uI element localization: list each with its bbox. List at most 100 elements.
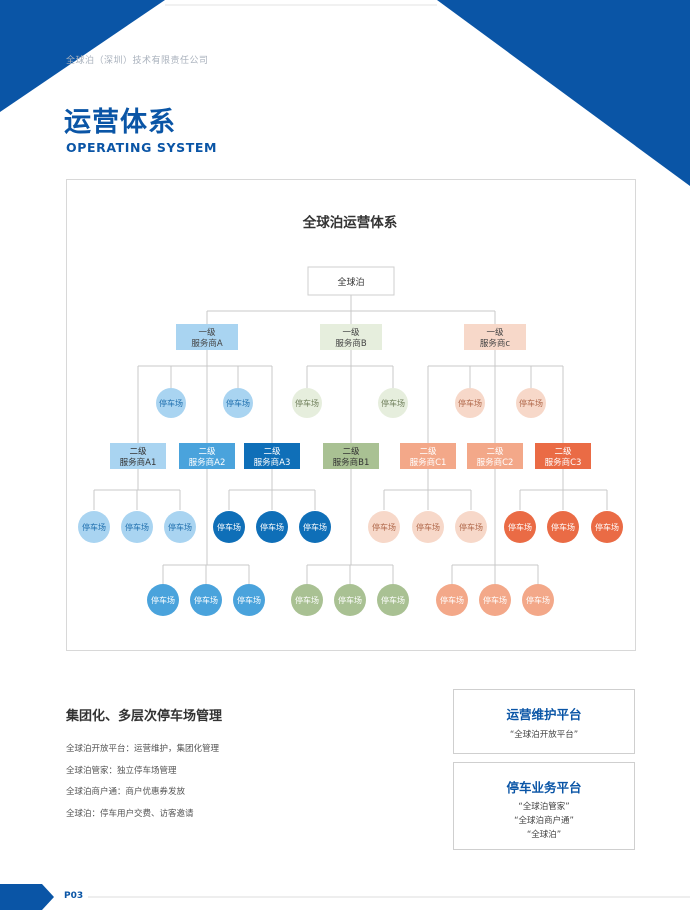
platform-box-operations: 运营维护平台 “全球泊开放平台” bbox=[453, 689, 635, 754]
root-node-label: 全球泊 bbox=[337, 276, 364, 288]
platform-product: “全球泊商户通” bbox=[514, 816, 574, 826]
platform-product: “全球泊开放平台” bbox=[509, 730, 579, 740]
lot-circle-small-label: 停车场 bbox=[159, 398, 183, 408]
level2-node-label: 服务商C3 bbox=[545, 457, 582, 468]
lot-circle-label: 停车场 bbox=[440, 595, 464, 605]
level2-node-label: 二级 bbox=[342, 446, 360, 457]
level2-node bbox=[400, 443, 456, 469]
lot-circle bbox=[233, 584, 265, 616]
level2-node-label: 服务商A3 bbox=[254, 457, 291, 468]
management-title: 集团化、多层次停车场管理 bbox=[66, 709, 223, 724]
level1-node-label: 一级 bbox=[486, 327, 504, 338]
lot-circle-label: 停车场 bbox=[168, 522, 192, 532]
platform-product: “全球泊” bbox=[526, 830, 562, 840]
level2-node-label: 二级 bbox=[129, 446, 147, 457]
lot-circle-label: 停车场 bbox=[295, 595, 319, 605]
lot-circle-label: 停车场 bbox=[483, 595, 507, 605]
level1-node-label: 服务商c bbox=[480, 338, 511, 349]
page-subtitle: OPERATING SYSTEM bbox=[66, 140, 218, 155]
level2-node bbox=[323, 443, 379, 469]
lot-circle-small bbox=[292, 388, 322, 418]
lot-circle bbox=[164, 511, 196, 543]
platform-title: 停车业务平台 bbox=[506, 780, 582, 795]
level2-node-label: 二级 bbox=[554, 446, 572, 457]
lot-circle bbox=[291, 584, 323, 616]
level2-node bbox=[110, 443, 166, 469]
lot-circle-label: 停车场 bbox=[459, 522, 483, 532]
lot-circle-label: 停车场 bbox=[217, 522, 241, 532]
feature-list: 全球泊开放平台：运营维护，集团化管理 全球泊管家：独立停车场管理 全球泊商户通：… bbox=[66, 742, 219, 828]
lot-circle bbox=[522, 584, 554, 616]
lot-circle-small-label: 停车场 bbox=[458, 398, 482, 408]
lot-circle-label: 停车场 bbox=[508, 522, 532, 532]
lot-circle bbox=[377, 584, 409, 616]
lot-circle-label: 停车场 bbox=[338, 595, 362, 605]
platform-title: 运营维护平台 bbox=[506, 707, 582, 722]
level2-node bbox=[179, 443, 235, 469]
footer-bar bbox=[0, 884, 690, 910]
lot-circle-label: 停车场 bbox=[416, 522, 440, 532]
level2-node-label: 二级 bbox=[263, 446, 281, 457]
lot-circle bbox=[147, 584, 179, 616]
level2-node-label: 服务商C2 bbox=[477, 457, 514, 468]
lot-circle-small bbox=[378, 388, 408, 418]
lot-circle-label: 停车场 bbox=[526, 595, 550, 605]
level2-node-label: 服务商C1 bbox=[410, 457, 447, 468]
platform-product: “全球泊管家” bbox=[518, 802, 570, 812]
diagram-frame bbox=[66, 179, 636, 651]
lot-circle-label: 停车场 bbox=[303, 522, 327, 532]
lot-circle-small-label: 停车场 bbox=[295, 398, 319, 408]
lot-circle-small-label: 停车场 bbox=[226, 398, 250, 408]
level1-node-label: 一级 bbox=[342, 327, 360, 338]
lot-circle-small-label: 停车场 bbox=[519, 398, 543, 408]
lot-circle-label: 停车场 bbox=[151, 595, 175, 605]
lot-circle bbox=[256, 511, 288, 543]
level2-node-label: 二级 bbox=[198, 446, 216, 457]
lot-circle-small-label: 停车场 bbox=[381, 398, 405, 408]
company-name: 全球泊（深圳）技术有限责任公司 bbox=[66, 56, 209, 66]
level1-node bbox=[320, 324, 382, 350]
lot-circle-small bbox=[156, 388, 186, 418]
lot-circle-label: 停车场 bbox=[237, 595, 261, 605]
level2-node bbox=[244, 443, 300, 469]
level1-node-label: 服务商B bbox=[335, 338, 367, 349]
lot-circle bbox=[412, 511, 444, 543]
level2-node-label: 服务商B1 bbox=[333, 457, 370, 468]
lot-circle bbox=[504, 511, 536, 543]
lot-circle-small bbox=[516, 388, 546, 418]
page-number: P03 bbox=[64, 891, 84, 901]
lot-circle-small bbox=[223, 388, 253, 418]
level1-node-label: 一级 bbox=[198, 327, 216, 338]
lot-circle-label: 停车场 bbox=[551, 522, 575, 532]
diagram-title: 全球泊运营体系 bbox=[302, 214, 398, 231]
lot-circle-label: 停车场 bbox=[260, 522, 284, 532]
feature-item: 全球泊商户通：商户优惠券发放 bbox=[66, 787, 186, 797]
lot-circle-label: 停车场 bbox=[595, 522, 619, 532]
lot-circle-label: 停车场 bbox=[194, 595, 218, 605]
lot-circle-label: 停车场 bbox=[381, 595, 405, 605]
lot-circle-label: 停车场 bbox=[82, 522, 106, 532]
footer-tab bbox=[0, 884, 54, 910]
lot-circle bbox=[299, 511, 331, 543]
diagram-connectors bbox=[93, 295, 608, 584]
lot-circle bbox=[190, 584, 222, 616]
lot-circle bbox=[436, 584, 468, 616]
lot-circle bbox=[213, 511, 245, 543]
lot-circle bbox=[368, 511, 400, 543]
level2-node-label: 二级 bbox=[486, 446, 504, 457]
lot-circle bbox=[121, 511, 153, 543]
lot-circle bbox=[547, 511, 579, 543]
level2-node bbox=[467, 443, 523, 469]
level2-node-label: 二级 bbox=[419, 446, 437, 457]
platform-box-business: 停车业务平台 “全球泊管家” “全球泊商户通” “全球泊” bbox=[453, 762, 635, 850]
lot-circle bbox=[334, 584, 366, 616]
root-node bbox=[307, 266, 395, 296]
feature-item: 全球泊：停车用户交费、访客邀请 bbox=[66, 808, 194, 819]
lot-circle-label: 停车场 bbox=[372, 522, 396, 532]
level2-node-label: 服务商A2 bbox=[189, 457, 226, 468]
feature-item: 全球泊管家：独立停车场管理 bbox=[66, 765, 177, 776]
lot-circle bbox=[591, 511, 623, 543]
lot-circle bbox=[455, 511, 487, 543]
lot-circle bbox=[479, 584, 511, 616]
